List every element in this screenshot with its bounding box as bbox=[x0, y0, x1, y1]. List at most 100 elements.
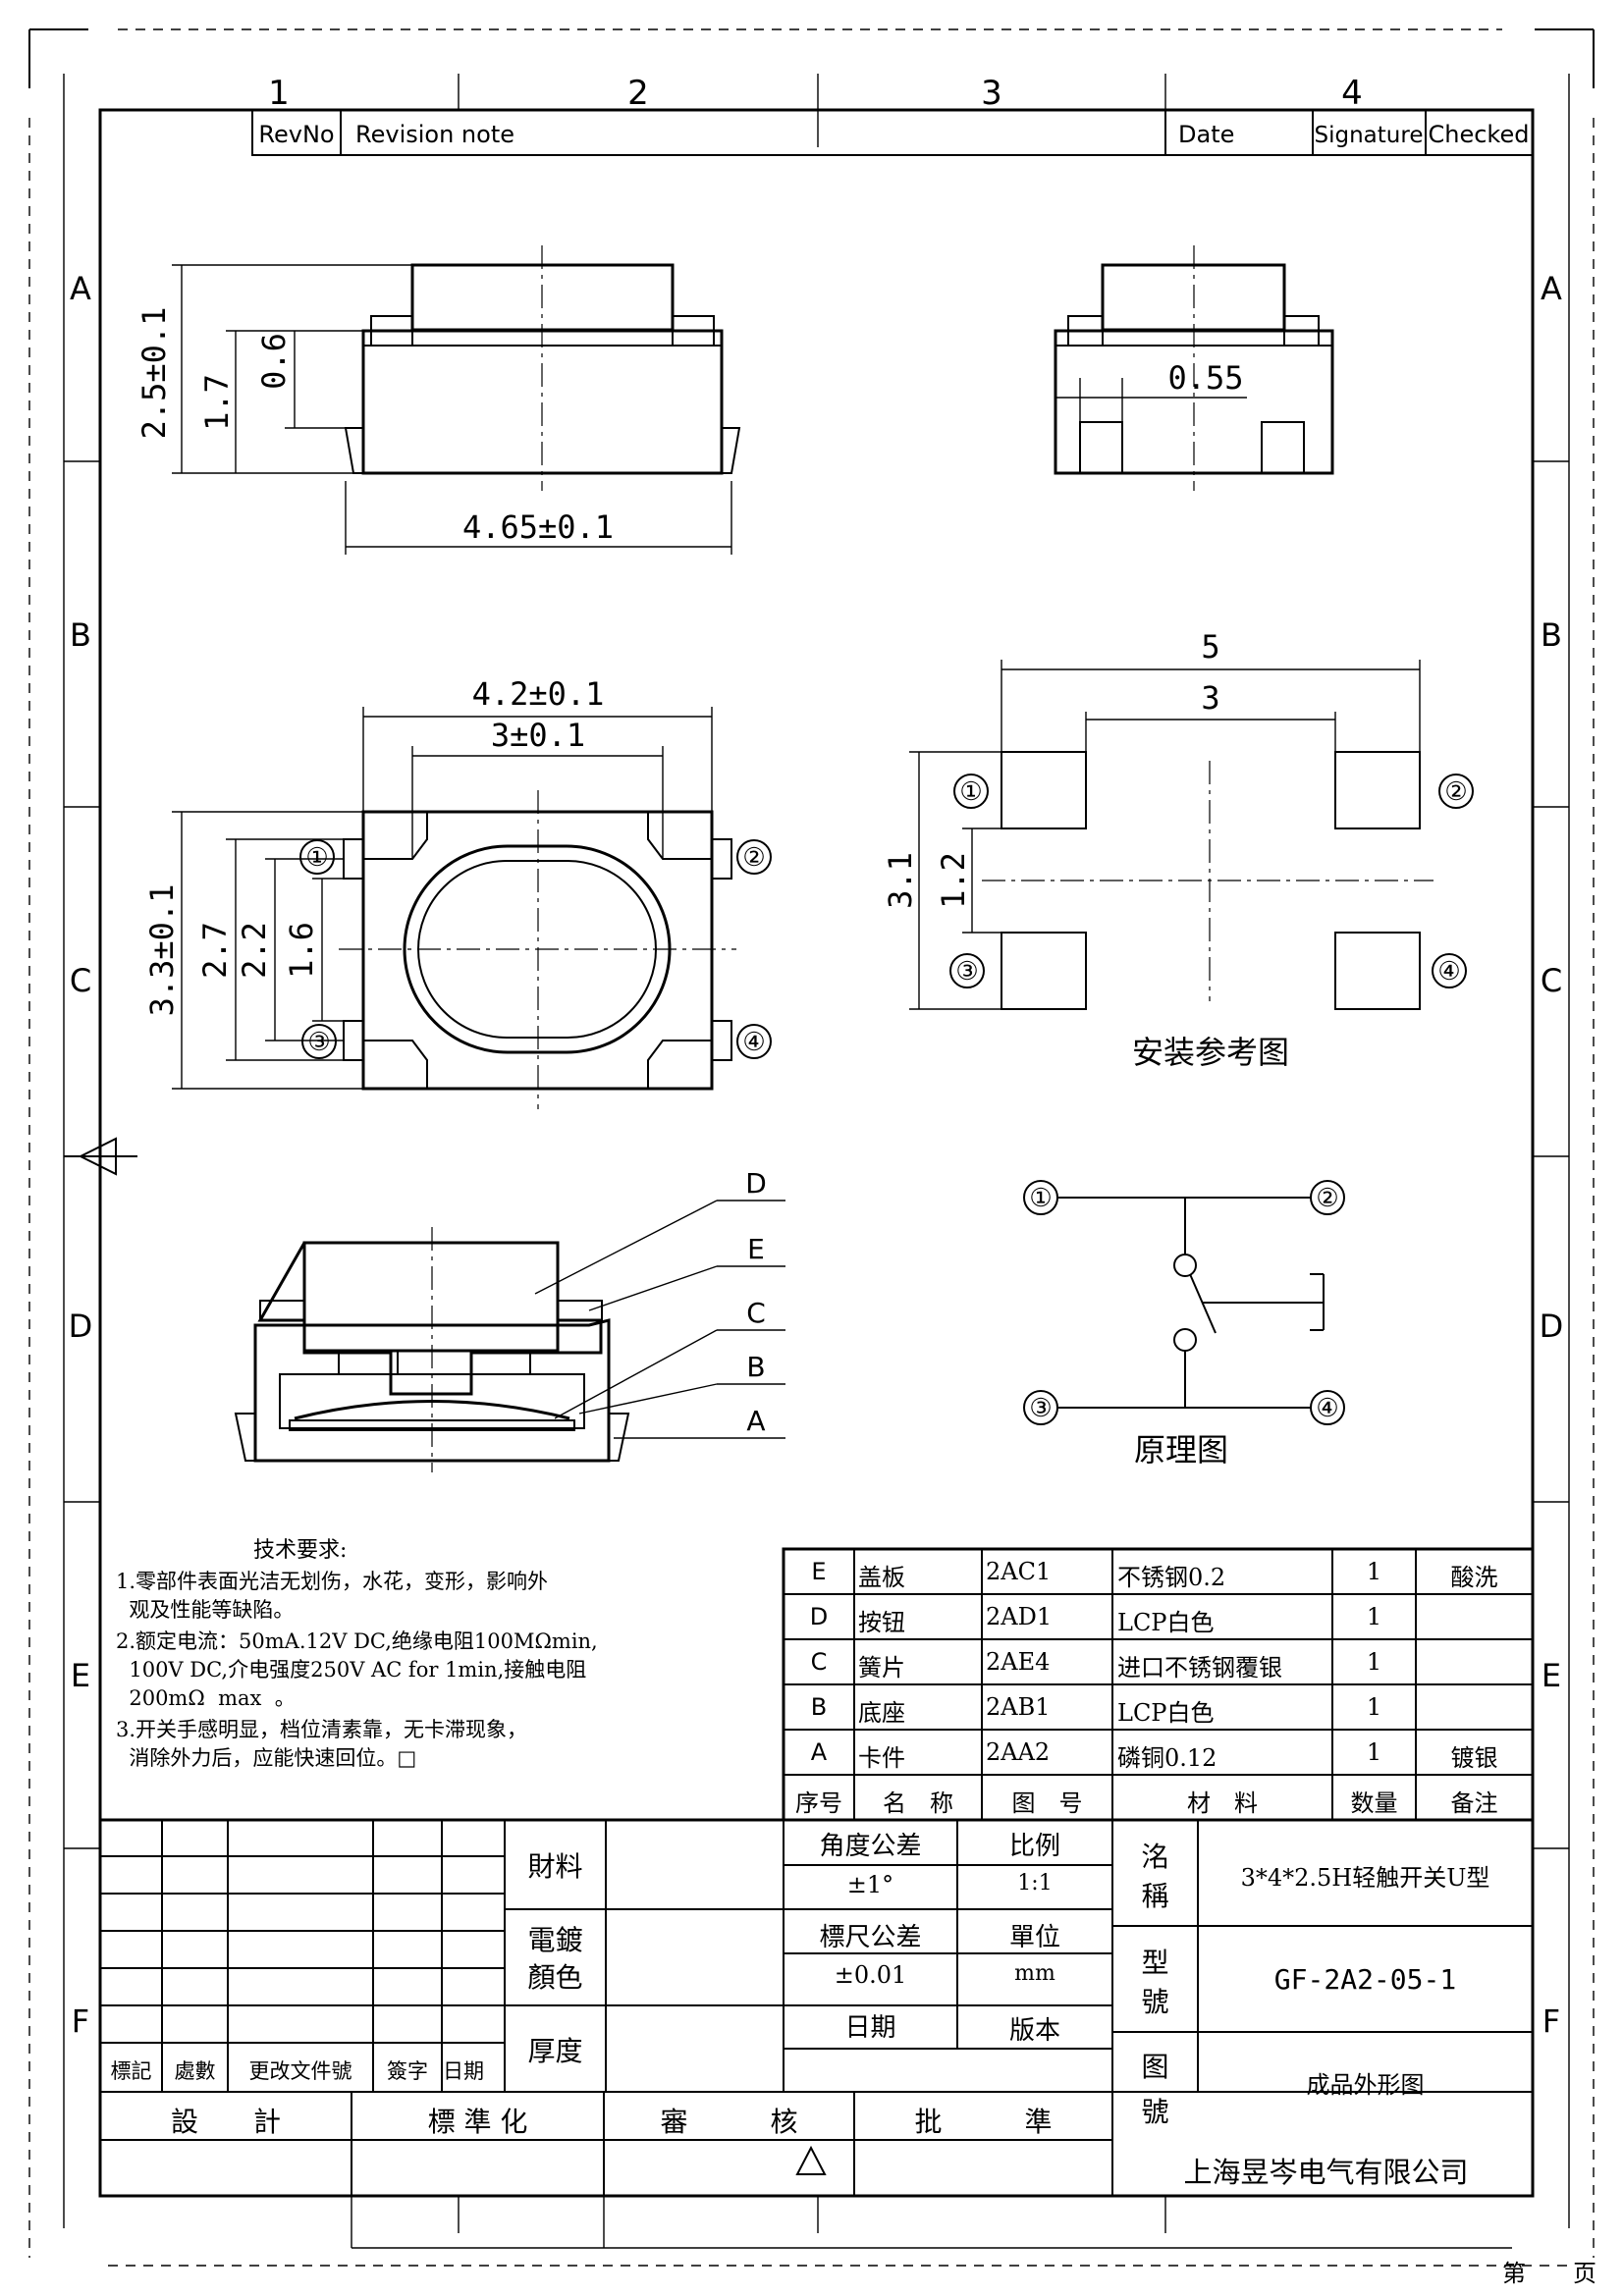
tech-note-line-2: 观及性能等缺陷。 bbox=[116, 1598, 294, 1622]
pin-1-label: ① bbox=[299, 839, 335, 875]
bom-header-name: 名 称 bbox=[883, 1789, 953, 1817]
version-label: 版本 bbox=[1008, 2016, 1060, 2046]
install-title: 安装参考图 bbox=[1132, 1034, 1289, 1071]
dim-1p6: 1.6 bbox=[283, 922, 320, 979]
bom-header-material: 材 料 bbox=[1187, 1789, 1258, 1817]
bom-qty: 1 bbox=[1366, 1738, 1382, 1766]
title-block bbox=[98, 1818, 1535, 2198]
bom-row-B: B 底座 2AB1 LCP白色 1 bbox=[784, 1684, 1533, 1730]
dim-3: 3±0.1 bbox=[491, 717, 585, 754]
bom-name: 盖板 bbox=[858, 1564, 905, 1591]
dim-2p2: 2.2 bbox=[236, 922, 273, 979]
drawing-label-1: 图 bbox=[1141, 2051, 1169, 2083]
tech-note-line-3: 2.额定电流：50mA.12V DC,绝缘电阻100MΩmin, bbox=[116, 1629, 598, 1653]
dim-height-2p5: 2.5±0.1 bbox=[135, 307, 173, 440]
mark-label: 標記 bbox=[110, 2059, 152, 2083]
dim-1p7: 1.7 bbox=[198, 374, 236, 431]
drawing-label-2: 號 bbox=[1141, 2096, 1169, 2128]
svg-text:①: ① bbox=[1029, 1184, 1052, 1213]
bom-header-remark: 备注 bbox=[1450, 1789, 1498, 1817]
revno-header: RevNo bbox=[258, 121, 334, 148]
standard-label: 標 準 化 bbox=[427, 2106, 528, 2138]
bom-no: A bbox=[810, 1738, 828, 1766]
pad-3-label: ③ bbox=[949, 953, 985, 988]
tech-notes-title: 技术要求: bbox=[253, 1538, 347, 1563]
svg-text:①: ① bbox=[959, 777, 982, 807]
svg-text:③: ③ bbox=[307, 1028, 330, 1057]
scale-value: 1:1 bbox=[1017, 1871, 1053, 1896]
bom-material: LCP白色 bbox=[1117, 1699, 1215, 1727]
bom-header-no: 序号 bbox=[795, 1789, 842, 1817]
dim-3p3: 3.3±0.1 bbox=[143, 884, 181, 1017]
revision-note-header: Revision note bbox=[355, 121, 514, 148]
section-label-E: E bbox=[747, 1233, 765, 1265]
row-label-D-left: D bbox=[69, 1308, 93, 1345]
company-name: 上海昱岑电气有限公司 bbox=[1183, 2156, 1469, 2189]
tech-notes: 技术要求: 1.零部件表面光洁无划伤，水花，变形，影响外 观及性能等缺陷。 2.… bbox=[116, 1538, 598, 1770]
design-label: 設 計 bbox=[170, 2106, 281, 2138]
bom-header-qty: 数量 bbox=[1350, 1789, 1398, 1817]
dim-4p2: 4.2±0.1 bbox=[472, 675, 605, 713]
scale-label: 比例 bbox=[1008, 1832, 1060, 1861]
bom-code: 2AC1 bbox=[986, 1558, 1052, 1585]
tech-note-line-4: 100V DC,介电强度250V AC for 1min,接触电阻 bbox=[116, 1658, 586, 1682]
row-label-B-right: B bbox=[1541, 616, 1562, 654]
svg-text:④: ④ bbox=[1437, 957, 1460, 987]
dim-pad-5: 5 bbox=[1201, 628, 1219, 666]
bom-header-row: 序号 名 称 图 号 材 料 数量 备注 bbox=[784, 1775, 1533, 1820]
bom-qty: 1 bbox=[1366, 1558, 1382, 1585]
plating-label-1: 電鍍 bbox=[527, 1924, 583, 1956]
section-view: D E C B A bbox=[234, 1167, 785, 1472]
pad-1-label: ① bbox=[953, 774, 989, 809]
row-label-F-left: F bbox=[72, 2002, 89, 2040]
count-label: 處數 bbox=[174, 2059, 216, 2083]
bom-qty: 1 bbox=[1366, 1693, 1382, 1721]
review-label: 審 核 bbox=[660, 2106, 798, 2138]
col-label-4: 4 bbox=[1341, 74, 1363, 113]
pad-2-label: ② bbox=[1438, 774, 1474, 809]
bom-code: 2AA2 bbox=[986, 1738, 1051, 1766]
svg-text:②: ② bbox=[1444, 777, 1467, 807]
dim-tol-label: 標尺公差 bbox=[819, 1923, 922, 1952]
row-label-E-right: E bbox=[1542, 1657, 1561, 1694]
pin-4-label: ④ bbox=[736, 1024, 772, 1059]
svg-text:④: ④ bbox=[742, 1028, 765, 1057]
change-doc-label: 更改文件號 bbox=[248, 2059, 352, 2083]
pad-4-label: ④ bbox=[1432, 953, 1467, 988]
schematic-pin-3: ③ bbox=[1023, 1390, 1058, 1425]
bom-material: 不锈钢0.2 bbox=[1117, 1564, 1226, 1591]
row-label-F-right: F bbox=[1542, 2002, 1560, 2040]
svg-text:④: ④ bbox=[1316, 1394, 1338, 1423]
bom-no: E bbox=[811, 1558, 827, 1585]
checked-header: Checked bbox=[1429, 121, 1530, 148]
material-label: 財料 bbox=[527, 1850, 583, 1883]
schematic-pin-1: ① bbox=[1023, 1180, 1058, 1215]
svg-text:②: ② bbox=[742, 843, 765, 873]
dim-tol-value: ±0.01 bbox=[834, 1961, 907, 1989]
bom-material: LCP白色 bbox=[1117, 1609, 1215, 1636]
row-label-C-right: C bbox=[1541, 962, 1562, 999]
bom-material: 磷铜0.12 bbox=[1117, 1744, 1217, 1772]
svg-text:③: ③ bbox=[955, 957, 978, 987]
bom-row-C: C 簧片 2AE4 进口不锈钢覆银 1 bbox=[784, 1639, 1533, 1684]
svg-text:①: ① bbox=[305, 843, 328, 873]
bom-row-E: E 盖板 2AC1 不锈钢0.2 1 酸洗 bbox=[784, 1549, 1533, 1594]
section-label-D: D bbox=[745, 1167, 767, 1200]
bom-code: 2AE4 bbox=[986, 1648, 1051, 1676]
model-label-1: 型 bbox=[1141, 1947, 1169, 1979]
thickness-label: 厚度 bbox=[527, 2035, 583, 2067]
schematic-pin-2: ② bbox=[1310, 1180, 1345, 1215]
dim-2p7: 2.7 bbox=[196, 922, 234, 979]
bom-no: B bbox=[810, 1693, 828, 1721]
col-label-1: 1 bbox=[268, 74, 290, 113]
bom-no: C bbox=[810, 1648, 828, 1676]
dim-width-4p65: 4.65±0.1 bbox=[462, 508, 614, 546]
install-reference: 5 3 3.1 1.2 ① ② ③ ④ 安装参考图 bbox=[882, 628, 1474, 1071]
angle-tol-value: ±1° bbox=[846, 1871, 894, 1898]
centering-arrow-icon bbox=[64, 1137, 137, 1176]
date-row-label: 日期 bbox=[443, 2059, 484, 2083]
model-label-2: 號 bbox=[1141, 1986, 1169, 2018]
angle-tol-label: 角度公差 bbox=[819, 1832, 922, 1861]
svg-text:③: ③ bbox=[1029, 1394, 1052, 1423]
